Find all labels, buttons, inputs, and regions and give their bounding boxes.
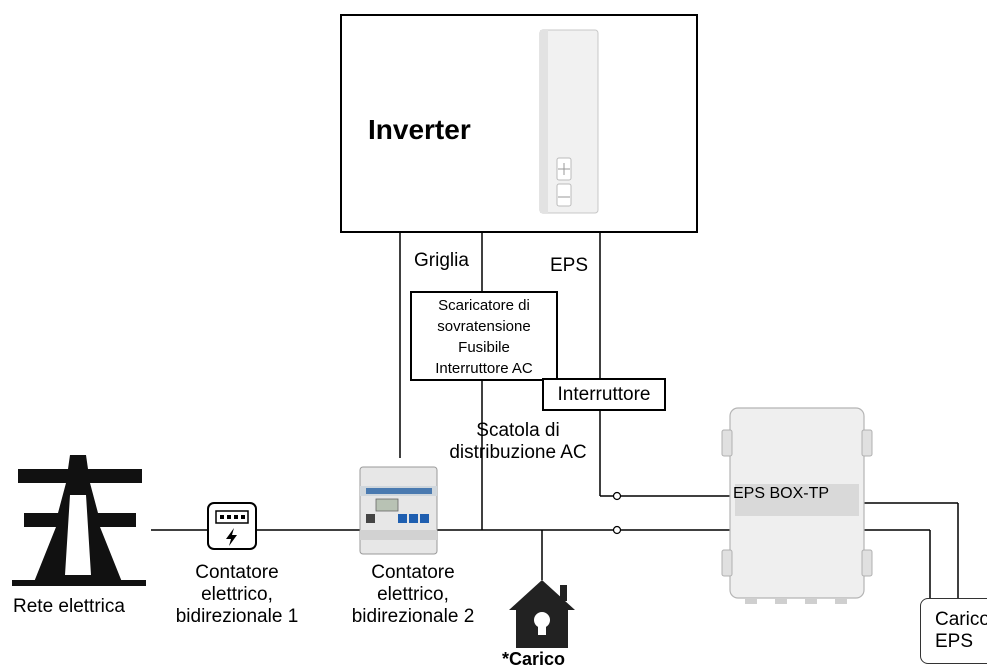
meter-1-line: elettrico, [201,584,273,605]
load-label: *Carico [502,649,566,669]
grid-label: Rete elettrica [13,596,125,617]
meter-1-label: Contatore elettrico, bidirezionale 1 [162,562,312,628]
surge-box-line: sovratensione [437,318,531,335]
distribution-line: Scatola di [476,420,560,441]
eps-load-line: EPS [935,631,974,652]
eps-load-line: Carico [935,609,987,630]
junction-dot [612,491,622,501]
meter-2-icon [359,466,438,555]
house-load-icon [509,580,575,648]
switch-box: Interruttore [542,378,666,411]
grid-line-label: Griglia [414,250,469,271]
inverter-device-icon [539,29,599,214]
meter-2-line: bidirezionale 2 [351,606,475,627]
surge-protection-box: Scaricatore di sovratensione Fusibile In… [410,291,558,381]
eps-box-icon [721,407,873,604]
power-tower-icon [12,455,146,586]
surge-box-line: Scaricatore di [438,297,530,314]
surge-box-line: Fusibile [458,339,510,356]
distribution-label: Scatola di distribuzione AC [418,420,618,464]
meter-2-label: Contatore elettrico, bidirezionale 2 [338,562,488,628]
meter-1-line: bidirezionale 1 [175,606,299,627]
junction-dot [612,525,622,535]
meter-2-line: Contatore [371,562,455,583]
eps-box-label: EPS BOX-TP [733,485,830,502]
meter-2-line: elettrico, [377,584,449,605]
surge-box-line: Interruttore AC [435,360,533,377]
distribution-line: distribuzione AC [449,442,587,463]
inverter-title: Inverter [368,114,471,145]
eps-load-box: Carico EPS [920,598,987,664]
inverter-frame [340,14,698,233]
eps-line-label: EPS [550,255,589,276]
meter-1-line: Contatore [195,562,279,583]
meter-1-icon [207,502,257,550]
